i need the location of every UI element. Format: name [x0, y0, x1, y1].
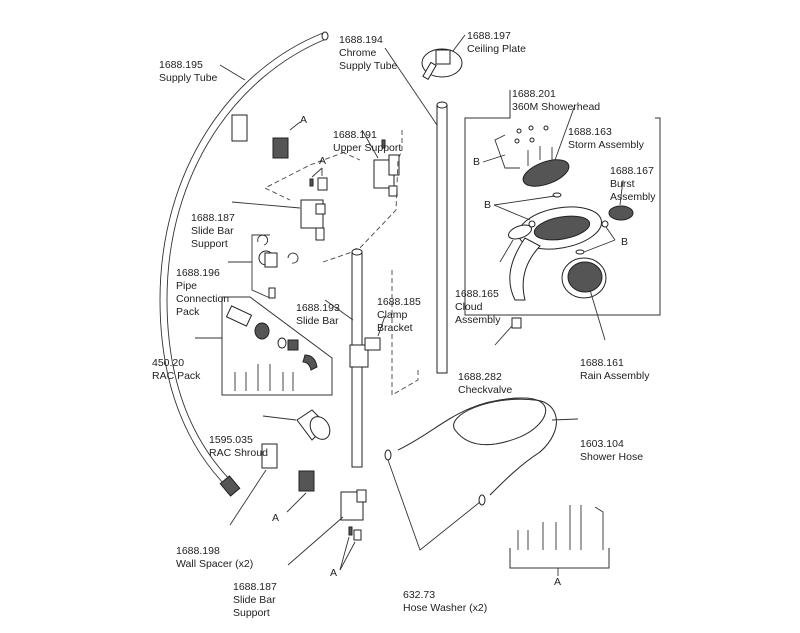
callout-a: A [319, 155, 327, 167]
callout-a: A [330, 567, 338, 579]
callout-a: A [272, 512, 280, 524]
ceiling-plate-drawing [421, 48, 463, 80]
callout-b: B [621, 236, 629, 248]
callout-a: A [300, 114, 308, 126]
slide-bar-support-top-drawing [300, 199, 326, 241]
rac-pack-contents [225, 305, 318, 391]
wall-spacer-bottom-drawing [261, 443, 278, 469]
clamp-bracket-drawing [349, 337, 381, 368]
rac-pack-box [221, 296, 333, 396]
fixing-kit-drawing [517, 505, 604, 550]
showerhead-group-box [464, 90, 661, 316]
cloud-assembly-drawing [508, 224, 532, 240]
slide-bar-support-bottom-drawing [340, 489, 367, 541]
callout-b: B [484, 199, 492, 211]
handset-drawing [509, 206, 603, 301]
upper-support-drawing [373, 139, 400, 197]
supply-tube-drawing [159, 31, 329, 497]
leader-supply-tube [219, 64, 246, 81]
leader-chrome-supply-tube [384, 47, 438, 126]
anchor-bottom-drawing [298, 470, 315, 492]
pipe-connection-pack-drawing [257, 234, 299, 299]
storm-assembly-drawing [522, 159, 570, 187]
checkvalve-drawing [511, 317, 522, 329]
wall-spacer-drawing [231, 114, 248, 142]
shower-hose-drawing [397, 397, 557, 496]
rac-shroud-drawing [296, 409, 331, 441]
screws-drawing [482, 125, 553, 169]
burst-assembly-drawing [608, 205, 634, 221]
diagram-drawing [159, 31, 661, 576]
callout-a: A [554, 576, 562, 588]
rain-assembly-drawing [561, 257, 607, 299]
chrome-supply-tube-drawing [436, 101, 448, 374]
wall-anchor-drawing [272, 137, 289, 159]
callout-b: B [473, 156, 481, 168]
